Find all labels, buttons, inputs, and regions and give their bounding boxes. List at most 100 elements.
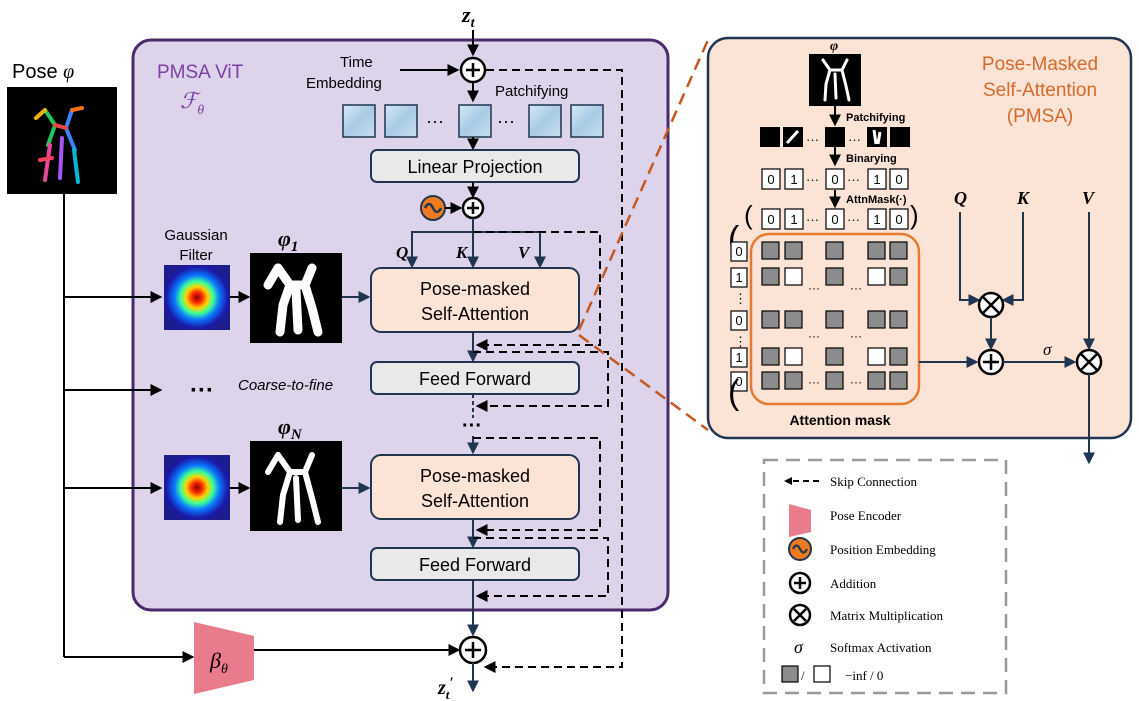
svg-text:1: 1 <box>735 270 742 285</box>
mask-ellipsis: ··· <box>808 375 820 389</box>
mask-cell <box>825 267 844 286</box>
svg-text:): ) <box>910 200 919 230</box>
svg-text:0: 0 <box>895 172 902 187</box>
svg-text:1: 1 <box>873 212 880 227</box>
phiN-label: φN <box>278 414 303 443</box>
svg-text:(: ( <box>744 200 753 230</box>
svg-text:1: 1 <box>735 350 742 365</box>
mask-cell <box>889 310 908 329</box>
svg-text:1: 1 <box>790 212 797 227</box>
mask-cell <box>889 371 908 390</box>
svg-text:0: 0 <box>895 212 902 227</box>
mask-cell <box>867 371 886 390</box>
mask-cell <box>825 241 844 260</box>
svg-text:0: 0 <box>831 212 838 227</box>
patch-ellipsis-1: ··· <box>426 111 444 131</box>
feed-forward-box-1 <box>370 361 580 395</box>
mask-cell <box>889 241 908 260</box>
v-label-1: V <box>518 243 531 262</box>
time-embedding-label-2: Embedding <box>306 75 382 92</box>
legend-box <box>762 458 1008 695</box>
attention-mask-cells: ··· ··· ··· ··· ··· ··· <box>761 241 908 390</box>
mask-cell <box>761 241 780 260</box>
zoom-line-top <box>577 39 710 331</box>
mask-cell <box>889 347 908 366</box>
pmsa-detail-panel <box>706 36 1133 440</box>
vit-symbol: ℱθ <box>180 88 204 118</box>
mask-ellipsis: ··· <box>808 281 820 295</box>
gaussian-filter-N <box>164 455 230 520</box>
mask-cell <box>867 267 886 286</box>
skip-connection-1 <box>473 231 601 351</box>
mask-cell <box>784 371 803 390</box>
legend-inf-zero: −inf / 0 <box>845 668 883 683</box>
svg-text:0: 0 <box>735 313 742 328</box>
svg-text:1: 1 <box>873 172 880 187</box>
pmsa-title-2: Self-Attention <box>983 80 1097 101</box>
pmsa-attnmask-label: AttnMask(·) <box>846 194 907 206</box>
pmsa-q-arrow <box>959 212 981 306</box>
global-skip-connection <box>483 69 623 673</box>
mask-cell <box>889 267 908 286</box>
attention-mask-grid <box>749 232 921 406</box>
legend-matrix-multiplication: Matrix Multiplication <box>830 608 944 623</box>
coarse-to-fine-label: Coarse-to-fine <box>238 377 333 394</box>
mask-cell <box>761 267 780 286</box>
mask-cells-icon <box>781 665 799 683</box>
legend-skip-connection: Skip Connection <box>830 474 918 489</box>
patch-5 <box>570 104 604 138</box>
position-embedding-icon <box>420 195 446 221</box>
mask-cell <box>867 310 886 329</box>
gaussian-filter-1 <box>164 265 230 330</box>
q-arrow <box>406 231 473 269</box>
pmsa-k-arrow <box>1001 212 1024 306</box>
patch-3 <box>458 104 492 138</box>
pose-skeleton-icon <box>34 106 84 184</box>
svg-text:0: 0 <box>735 244 742 259</box>
mask-cell <box>825 371 844 390</box>
patch-2 <box>384 104 418 138</box>
pmsa-patchifying-label: Patchifying <box>846 112 905 124</box>
pmsa-block-1 <box>370 267 580 333</box>
coarse-dots: ··· <box>190 377 214 404</box>
pmsa-phi-label: φ <box>830 39 838 54</box>
pose-label: Pose φ <box>12 61 74 83</box>
skip-connection-3 <box>473 437 601 536</box>
gaussian-label-2: Filter <box>179 247 212 264</box>
legend-softmax: Softmax Activation <box>830 640 932 655</box>
svg-text:⋮: ⋮ <box>734 334 747 349</box>
mask-cell <box>867 241 886 260</box>
zoom-line-bottom <box>578 333 709 432</box>
pose-encoder-shape <box>194 622 254 694</box>
mask-ellipsis: ··· <box>850 375 862 389</box>
attention-mask-label: Attention mask <box>789 412 890 428</box>
zt-label: zt <box>461 2 476 31</box>
time-embedding-label: Time <box>340 54 373 71</box>
svg-text:/: / <box>801 668 805 683</box>
mask-cell <box>825 347 844 366</box>
svg-text:0: 0 <box>735 374 742 389</box>
mask-cell <box>784 347 803 366</box>
k-label-1: K <box>455 243 469 262</box>
patch-4 <box>528 104 562 138</box>
encoder-label: βθ <box>209 648 228 677</box>
pmsa-bits-row: 0 1 ··· 0 ··· 1 0 <box>761 168 909 190</box>
mask-cell <box>867 347 886 366</box>
legend-position-embedding: Position Embedding <box>830 542 936 557</box>
legend: Skip Connection Pose Encoder Position Em… <box>781 474 944 683</box>
pmsa-label-1b: Self-Attention <box>421 304 529 324</box>
legend-addition: Addition <box>830 576 877 591</box>
linear-projection-label: Linear Projection <box>407 157 542 177</box>
feed-forward-label-1: Feed Forward <box>419 369 531 389</box>
mask-ellipsis: ··· <box>850 329 862 343</box>
mask-ellipsis: ··· <box>850 281 862 295</box>
svg-text:1: 1 <box>790 172 797 187</box>
pmsa-bits-transposed: ( 0 1 ··· 0 ··· 1 0 ) <box>744 200 919 230</box>
zt-out-label: zt′ <box>437 675 454 701</box>
mask-ellipsis: ··· <box>808 329 820 343</box>
legend-pose-encoder: Pose Encoder <box>830 508 902 523</box>
pmsa-patch-row <box>760 127 910 147</box>
skip-connection-2 <box>473 351 609 412</box>
pmsa-q-label: Q <box>954 188 967 208</box>
